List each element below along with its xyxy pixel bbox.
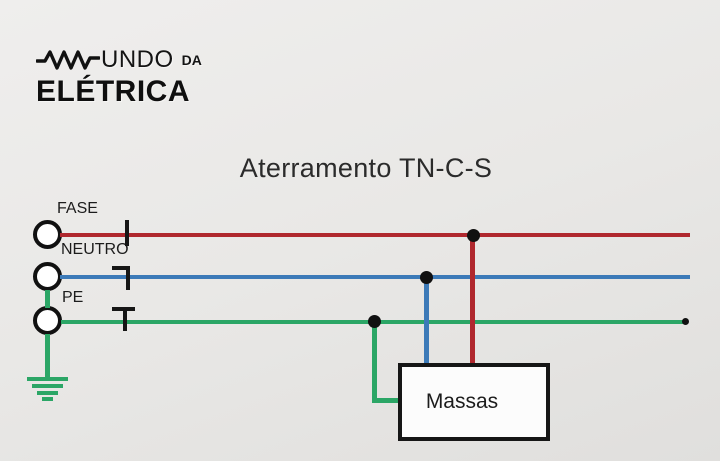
pe-elbow-wire [372, 398, 402, 403]
brand-word-mundo: UNDO [101, 46, 174, 73]
neutro-label: NEUTRO [61, 241, 129, 258]
neutro-wire [60, 275, 690, 279]
massas-label: Massas [425, 390, 499, 413]
fase-label: FASE [57, 200, 98, 217]
neutro-tick-mark [126, 266, 130, 290]
brand-logo-line1: UNDO DA [36, 46, 202, 74]
brand-word-eletrica: ELÉTRICA [36, 75, 190, 108]
fase-terminal [33, 220, 62, 249]
pe-junction-dot [368, 315, 381, 328]
pe-wire-end-dot [682, 318, 689, 325]
neutro-terminal [33, 262, 62, 291]
neutro-junction-dot [420, 271, 433, 284]
neutro-pe-bridge-wire [45, 290, 50, 308]
resistor-zigzag-icon [36, 50, 100, 70]
brand-word-da: DA [181, 52, 202, 68]
pe-terminal [33, 306, 62, 335]
fase-tick-mark [125, 220, 129, 246]
fase-wire [60, 233, 690, 237]
neutro-tick-mark-top [112, 266, 130, 270]
diagram-title: Aterramento TN-C-S [239, 153, 493, 183]
earth-stem-wire [45, 334, 50, 378]
brand-logo: UNDO DA ELÉTRICA [36, 46, 202, 109]
fase-junction-dot [467, 229, 480, 242]
pe-drop-wire [372, 323, 377, 403]
fase-drop-wire [470, 237, 475, 365]
pe-tick-mark [123, 307, 127, 331]
massas-box: Massas [398, 363, 550, 441]
neutro-drop-wire [424, 279, 429, 365]
pe-label: PE [62, 289, 84, 306]
